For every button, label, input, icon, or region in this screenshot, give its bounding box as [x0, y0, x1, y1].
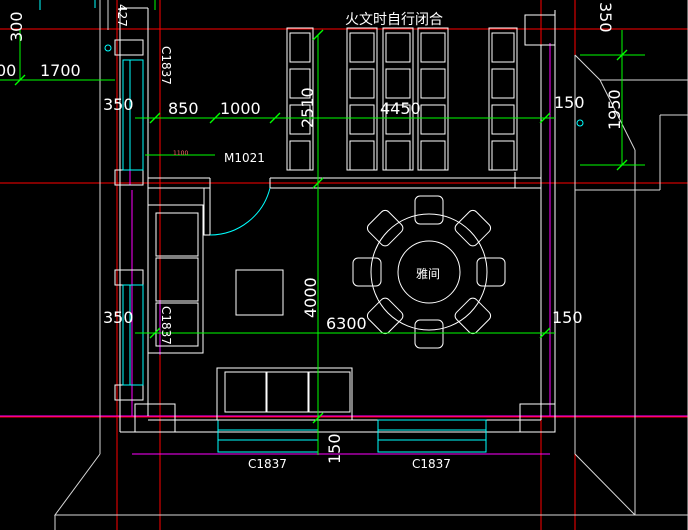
top-right-code: 350: [596, 2, 615, 33]
dim-850: 850: [168, 99, 199, 118]
seat: [491, 32, 515, 63]
dim-6300: 6300: [326, 314, 367, 333]
dimension-lines: [0, 0, 645, 455]
seat: [289, 104, 311, 135]
dim-350-mid: 350: [103, 308, 134, 327]
outer-outline: [54, 0, 688, 530]
door-small-dim: 1100: [173, 150, 188, 157]
sofa-bottom: [216, 367, 353, 421]
sofa-left: [147, 204, 204, 354]
seat-column: [346, 27, 378, 171]
window-tag-mid-left: C1837: [159, 306, 173, 345]
seat: [385, 104, 411, 135]
seat: [420, 32, 446, 63]
seat: [491, 104, 515, 135]
dim-1950: 1950: [605, 89, 624, 130]
dim-1000: 1000: [220, 99, 261, 118]
chair: [454, 297, 492, 335]
seat: [289, 32, 311, 63]
dim-00: 00: [0, 61, 16, 80]
seat: [385, 68, 411, 99]
seat-column: [417, 27, 449, 171]
dim-2510: 2510: [298, 87, 317, 128]
chair: [414, 195, 444, 225]
top-left-code: 427: [115, 4, 129, 27]
top-note: 火文时自行闭合: [345, 12, 443, 28]
window-tag-top-left: C1837: [159, 46, 173, 85]
door-m1021: [203, 187, 271, 236]
chair: [366, 209, 404, 247]
seat: [289, 68, 311, 99]
seat: [491, 140, 515, 171]
seat: [420, 104, 446, 135]
chair: [352, 257, 382, 287]
seat: [420, 140, 446, 171]
windows: [122, 59, 487, 453]
dining-table: [352, 195, 506, 349]
dim-4450: 4450: [380, 99, 421, 118]
window-tag-bottom-right: C1837: [412, 457, 451, 471]
window-tag-bottom-left: C1837: [248, 457, 287, 471]
coffee-table: [235, 269, 284, 316]
seat: [420, 68, 446, 99]
seat: [289, 140, 311, 171]
chair: [454, 209, 492, 247]
room-name: 雅间: [416, 266, 440, 281]
chair: [414, 319, 444, 349]
seat: [385, 32, 411, 63]
dim-1700: 1700: [40, 61, 81, 80]
seat: [349, 140, 375, 171]
text-labels: 火文时自行闭合 雅间 M1021 1100 C1837 C1837 C1837 …: [0, 2, 624, 471]
seat: [349, 68, 375, 99]
dim-150-mid: 150: [552, 308, 583, 327]
seat: [349, 104, 375, 135]
chair: [366, 297, 404, 335]
seat: [349, 32, 375, 63]
seat-column: [488, 27, 518, 171]
seating-grid: [286, 27, 518, 171]
door-tag: M1021: [224, 151, 265, 165]
dim-150-bottom: 150: [325, 433, 344, 464]
dim-350-top: 350: [103, 95, 134, 114]
seat: [491, 68, 515, 99]
markers: [104, 44, 584, 127]
dim-150-top: 150: [554, 93, 585, 112]
left-corner-marks: [39, 0, 96, 10]
dim-300: 300: [7, 11, 26, 42]
seat: [385, 140, 411, 171]
chair: [476, 257, 506, 287]
dim-4000: 4000: [301, 277, 320, 318]
